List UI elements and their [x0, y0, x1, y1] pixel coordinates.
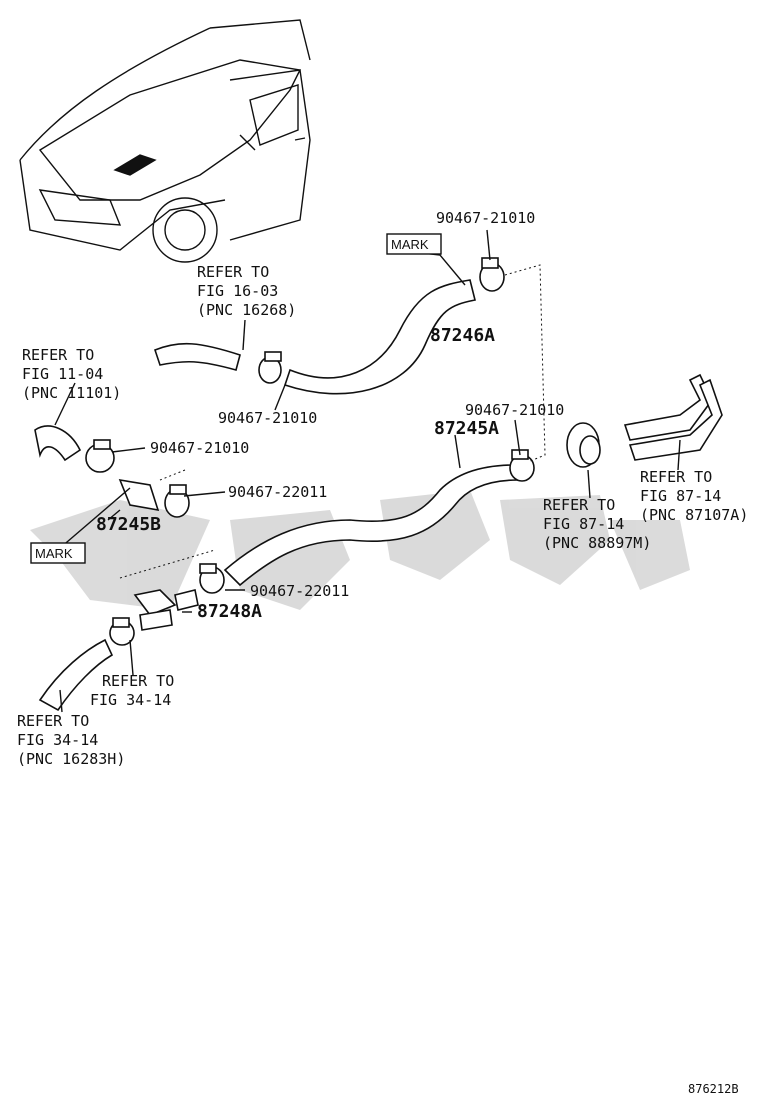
clamp-left	[85, 439, 115, 473]
fitting-87248a	[133, 589, 199, 631]
clamp-mid-left	[258, 351, 282, 384]
refer-16-03: REFER TO FIG 16-03 (PNC 16268)	[197, 263, 296, 319]
drawing-code: 876212B	[688, 1082, 739, 1096]
pn-clamp-left: 90467-21010	[150, 439, 249, 457]
svg-text:(PNC 16268): (PNC 16268)	[197, 301, 296, 319]
mark-top-label: MARK	[386, 233, 442, 255]
pn-clamp-22011-left: 90467-22011	[228, 483, 327, 501]
grommet	[566, 422, 601, 468]
svg-text:(PNC 11101): (PNC 11101)	[22, 384, 121, 402]
svg-text:(PNC 88897M): (PNC 88897M)	[543, 534, 651, 552]
svg-text:REFER TO: REFER TO	[543, 496, 615, 514]
leader-lines	[54, 229, 681, 713]
clamp-mid-right	[509, 449, 535, 482]
svg-text:FIG 87-14: FIG 87-14	[640, 487, 721, 505]
refer-34-14-short: REFER TO FIG 34-14	[90, 672, 174, 709]
hose-87245b	[34, 425, 160, 512]
refer-11-04: REFER TO FIG 11-04 (PNC 11101)	[22, 346, 121, 402]
pipe-refer-16-03	[154, 342, 241, 371]
svg-text:REFER TO: REFER TO	[640, 468, 712, 486]
hose-label-87248a: 87248A	[197, 601, 262, 622]
clamp-22011-mid	[199, 563, 225, 594]
pn-clamp-top: 90467-21010	[436, 209, 535, 227]
svg-text:(PNC 16283H): (PNC 16283H)	[17, 750, 125, 768]
hose-label-87245a: 87245A	[434, 418, 499, 439]
svg-text:REFER TO: REFER TO	[197, 263, 269, 281]
pn-clamp-22011-mid: 90467-22011	[250, 582, 349, 600]
svg-text:FIG 34-14: FIG 34-14	[90, 691, 171, 709]
hose-bottom-left	[38, 638, 114, 712]
svg-text:REFER TO: REFER TO	[102, 672, 174, 690]
clamp-top	[479, 257, 505, 292]
svg-text:FIG 34-14: FIG 34-14	[17, 731, 98, 749]
refer-87-14-a: REFER TO FIG 87-14 (PNC 87107A)	[640, 468, 748, 524]
mark-left-label: MARK	[30, 542, 86, 564]
car-illustration	[19, 19, 311, 263]
clamp-22011-left	[164, 484, 190, 518]
clamp-bottom	[109, 617, 135, 646]
pn-clamp-mid-right: 90467-21010	[465, 401, 564, 419]
hose-87246a	[283, 279, 476, 395]
svg-text:REFER TO: REFER TO	[17, 712, 89, 730]
pn-clamp-mid-left: 90467-21010	[218, 409, 317, 427]
svg-text:FIG 87-14: FIG 87-14	[543, 515, 624, 533]
mark-left-text: MARK	[35, 546, 73, 561]
svg-text:FIG 11-04: FIG 11-04	[22, 365, 103, 383]
svg-text:FIG 16-03: FIG 16-03	[197, 282, 278, 300]
svg-text:(PNC 87107A): (PNC 87107A)	[640, 506, 748, 524]
refer-87-14-m: REFER TO FIG 87-14 (PNC 88897M)	[543, 496, 651, 552]
svg-text:REFER TO: REFER TO	[22, 346, 94, 364]
hose-label-87246a: 87246A	[430, 325, 495, 346]
mark-top-text: MARK	[391, 237, 429, 252]
heater-pipes	[623, 373, 723, 461]
refer-34-14-h: REFER TO FIG 34-14 (PNC 16283H)	[17, 712, 125, 768]
guide-lines	[119, 264, 546, 579]
hose-label-87245b: 87245B	[96, 514, 161, 535]
